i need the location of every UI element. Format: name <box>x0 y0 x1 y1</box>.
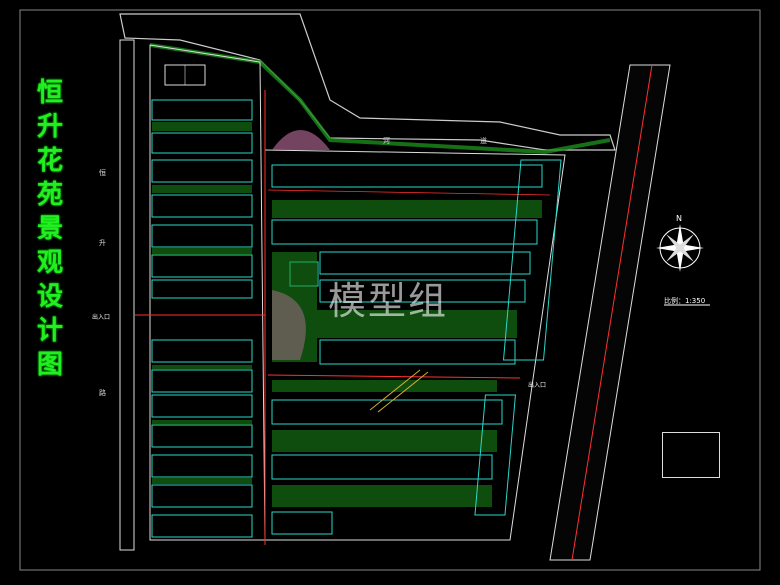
north-compass-icon <box>656 224 704 272</box>
inner-road-2 <box>267 189 551 196</box>
central-plaza <box>272 290 306 360</box>
title-char: 花 <box>36 146 63 176</box>
title-char: 恒 <box>36 78 63 108</box>
site-boundary-east <box>264 149 566 541</box>
north-label: N <box>676 214 682 223</box>
road-name-char: 恒 <box>99 169 106 177</box>
title-char: 图 <box>36 350 63 380</box>
drawing-frame <box>19 9 761 571</box>
east-buildings <box>271 164 543 535</box>
east-parking-1 <box>502 159 562 361</box>
river-label: 河 <box>383 137 390 145</box>
title-char: 计 <box>36 316 63 346</box>
title-char: 景 <box>36 214 63 244</box>
east-parking-2 <box>474 394 516 516</box>
watermark: 模型组 <box>328 279 449 323</box>
road-name-char: 升 <box>99 239 106 247</box>
east-road <box>549 64 671 561</box>
west-entrance-label: 出入口 <box>92 314 111 321</box>
east-entrance-label: 出入口 <box>528 382 547 389</box>
west-road <box>119 39 135 551</box>
river <box>119 13 616 151</box>
title-char: 升 <box>36 112 63 142</box>
scale-label: 比例：1:350 <box>664 297 706 305</box>
site-boundary <box>149 44 266 541</box>
north-plaza <box>272 130 330 150</box>
river-label-2: 道 <box>480 137 487 145</box>
title-char: 设 <box>36 282 63 312</box>
title-char: 观 <box>36 248 63 278</box>
east-road-redline <box>571 64 653 561</box>
inner-road-1 <box>267 374 521 379</box>
road-name-char: 路 <box>99 389 106 397</box>
drawing-title: 恒 升 花 苑 景 观 设 计 图 <box>30 78 70 380</box>
title-char: 苑 <box>36 180 63 210</box>
landscape-green <box>152 122 542 507</box>
footbridge <box>369 369 429 413</box>
legend-table <box>662 432 720 478</box>
west-buildings <box>151 99 253 538</box>
river-green-bank <box>149 43 611 155</box>
